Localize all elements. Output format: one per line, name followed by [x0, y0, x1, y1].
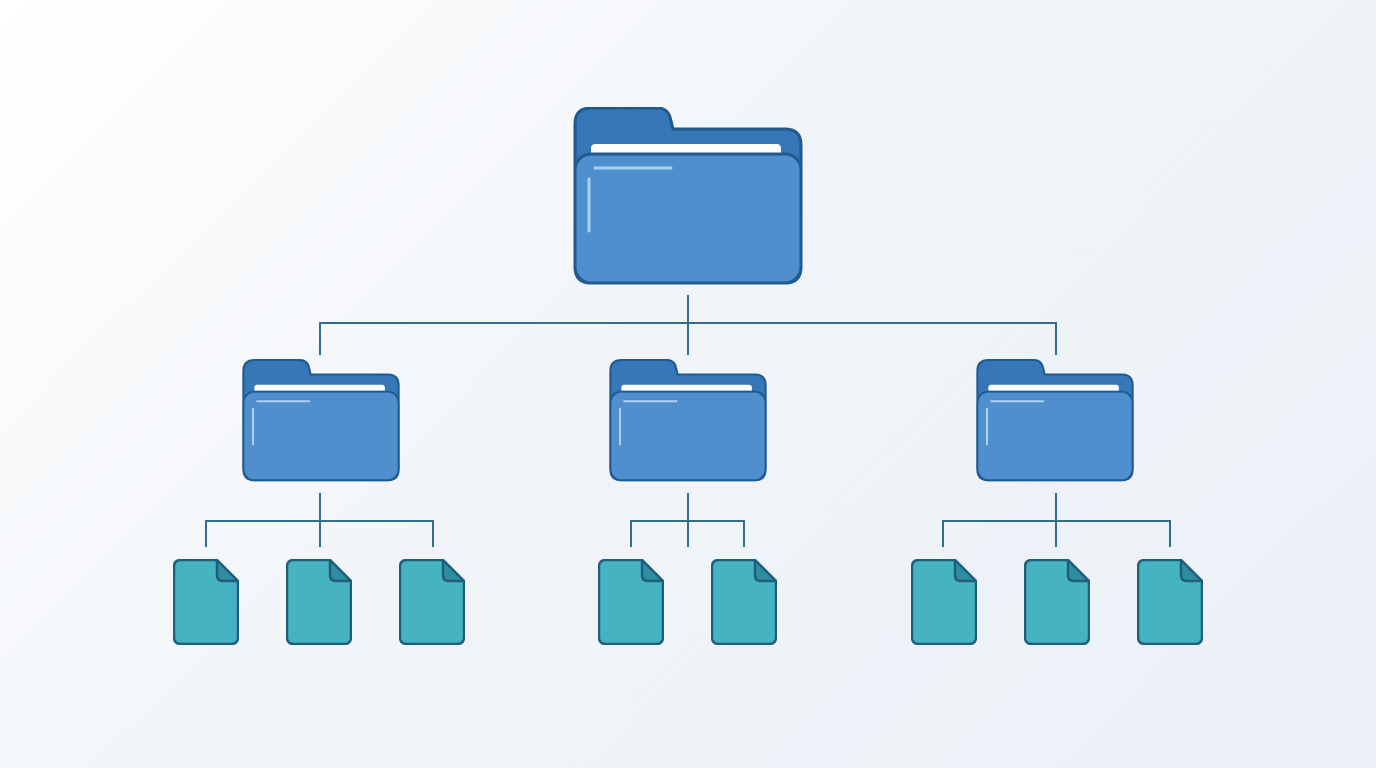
connector-folder-1 [205, 493, 434, 547]
file-icon[interactable] [173, 559, 239, 645]
file-icon[interactable] [1137, 559, 1203, 645]
connector-root [319, 295, 1057, 355]
file-icon[interactable] [286, 559, 352, 645]
child-folder-2-icon[interactable] [609, 359, 767, 482]
connector-folder-2 [630, 493, 745, 547]
file-icon[interactable] [399, 559, 465, 645]
child-folder-3-icon[interactable] [976, 359, 1134, 482]
file-icon[interactable] [911, 559, 977, 645]
file-icon[interactable] [598, 559, 664, 645]
connector-lines [205, 295, 1171, 547]
child-folder-1-icon[interactable] [242, 359, 400, 482]
root-folder-icon[interactable] [573, 107, 803, 285]
connector-folder-3 [942, 493, 1171, 547]
file-icon[interactable] [711, 559, 777, 645]
file-icon[interactable] [1024, 559, 1090, 645]
